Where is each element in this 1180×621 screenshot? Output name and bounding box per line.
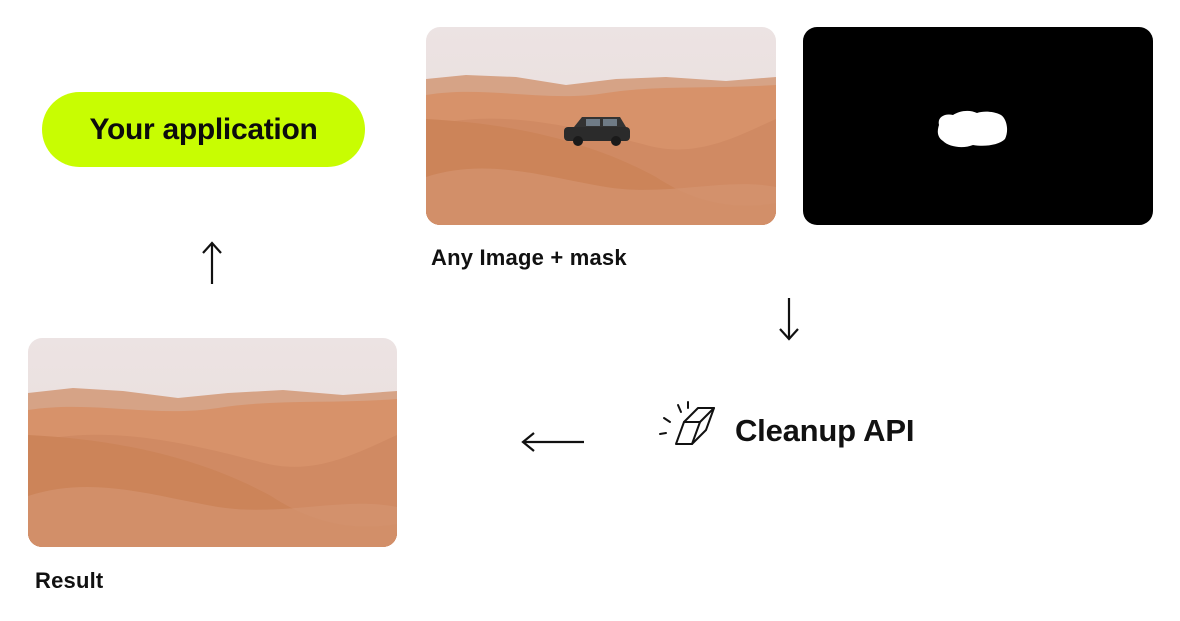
desert-dunes-with-car-image xyxy=(426,27,776,225)
eraser-icon xyxy=(659,401,715,445)
your-application-pill: Your application xyxy=(42,92,365,167)
arrow-left-icon xyxy=(521,432,584,452)
desert-dunes-without-car-image xyxy=(28,338,397,547)
arrow-down-icon xyxy=(779,298,799,341)
source-image xyxy=(426,27,776,225)
black-mask-with-white-blob-image xyxy=(803,27,1153,225)
result-caption: Result xyxy=(35,568,104,593)
arrow-up-icon xyxy=(202,241,222,284)
your-application-label: Your application xyxy=(89,112,318,146)
result-image xyxy=(28,338,397,547)
cleanup-api-label: Cleanup API xyxy=(735,413,915,448)
any-image-mask-caption: Any Image + mask xyxy=(431,245,627,270)
mask-image xyxy=(803,27,1153,225)
